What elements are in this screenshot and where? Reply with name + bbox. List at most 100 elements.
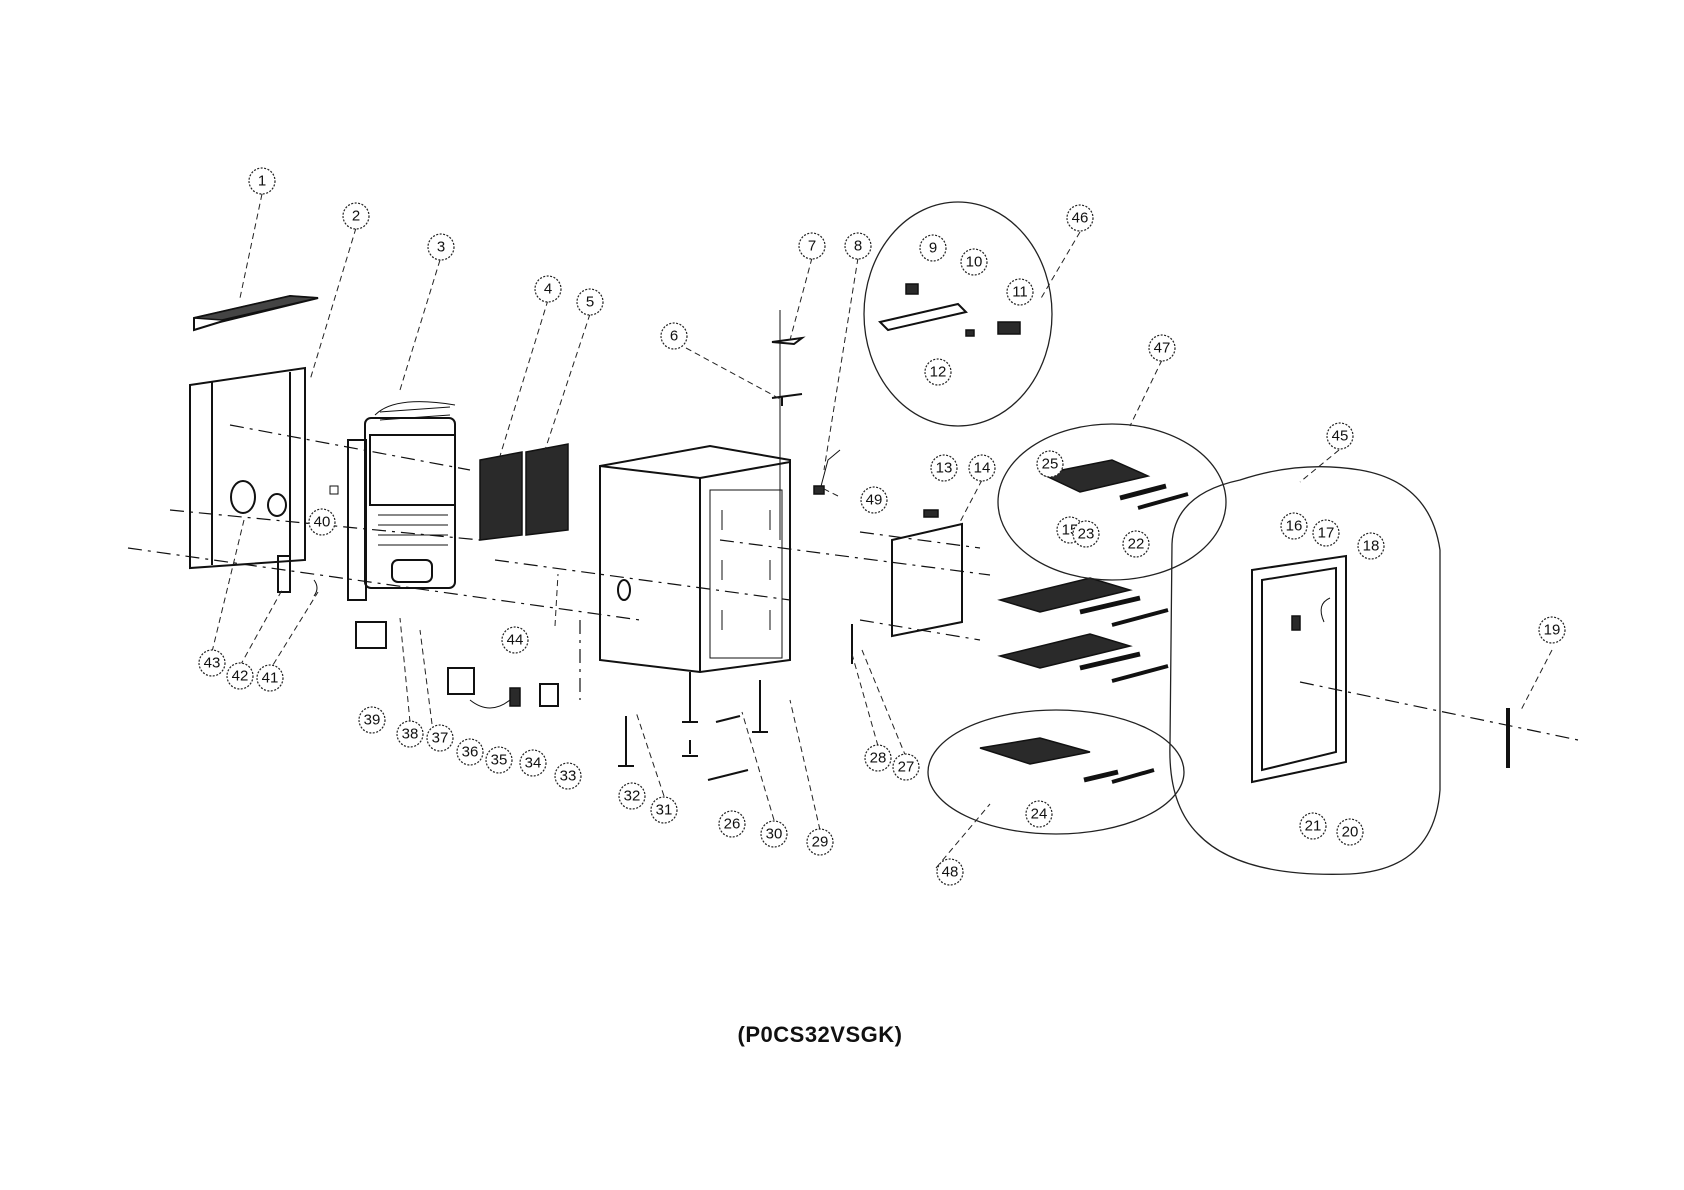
- callout-number: 43: [204, 655, 221, 672]
- callout-part-32: 32: [618, 782, 646, 810]
- fan-grilles: [479, 443, 569, 541]
- callout-circle: [860, 486, 888, 514]
- callout-circle: [864, 744, 892, 772]
- callout-number: 10: [966, 254, 983, 271]
- callout-number: 35: [491, 752, 508, 769]
- callout-part-5: 5: [576, 288, 604, 316]
- callout-circle: [248, 167, 276, 195]
- callout-part-7: 7: [798, 232, 826, 260]
- callout-number: 31: [656, 802, 673, 819]
- group-outline-48: [927, 709, 1185, 835]
- callout-part-2: 2: [342, 202, 370, 230]
- callout-number: 42: [232, 668, 249, 685]
- callout-number: 47: [1154, 340, 1171, 357]
- callout-circle: [936, 858, 964, 886]
- callout-part-45: 45: [1326, 422, 1354, 450]
- callout-circle: [1326, 422, 1354, 450]
- door-assembly: [1251, 554, 1347, 784]
- callout-part-18: 18: [1357, 532, 1385, 560]
- sensor-wire: [813, 449, 841, 495]
- callout-circle: [968, 454, 996, 482]
- callout-part-10: 10: [960, 248, 988, 276]
- callout-part-39: 39: [358, 706, 386, 734]
- callout-circle: [426, 724, 454, 752]
- group-outline-47: [997, 423, 1227, 581]
- callout-part-24: 24: [1025, 800, 1053, 828]
- callout-part-34: 34: [519, 749, 547, 777]
- callout-part-4: 4: [534, 275, 562, 303]
- callout-number: 22: [1128, 536, 1145, 553]
- leader-lines: [211, 193, 1553, 869]
- callout-number: 23: [1078, 526, 1095, 543]
- callout-part-9: 9: [919, 234, 947, 262]
- callout-number: 2: [352, 208, 360, 225]
- hinge-parts: [771, 310, 806, 540]
- callout-number: 40: [314, 514, 331, 531]
- callout-number: 34: [525, 755, 542, 772]
- callout-number: 21: [1305, 818, 1322, 835]
- callout-circle: [1538, 616, 1566, 644]
- callout-circle: [650, 796, 678, 824]
- callout-number: 25: [1042, 456, 1059, 473]
- callout-number: 39: [364, 712, 381, 729]
- callout-number: 44: [507, 632, 524, 649]
- compressor-assembly: [347, 401, 456, 601]
- callout-circle: [960, 248, 988, 276]
- callout-circle: [919, 234, 947, 262]
- callout-number: 8: [854, 238, 862, 255]
- callout-circle: [396, 720, 424, 748]
- callout-circle: [1072, 520, 1100, 548]
- callout-circle: [485, 746, 513, 774]
- callout-number: 3: [437, 239, 445, 256]
- control-detail-parts: [878, 283, 1021, 337]
- callout-part-43: 43: [198, 649, 226, 677]
- callout-circle: [256, 664, 284, 692]
- callout-circle: [1280, 512, 1308, 540]
- callout-circle: [618, 782, 646, 810]
- callout-circle: [519, 749, 547, 777]
- callout-part-21: 21: [1299, 812, 1327, 840]
- assembly-axes: [127, 424, 1579, 741]
- callout-part-38: 38: [396, 720, 424, 748]
- callout-circle: [358, 706, 386, 734]
- callout-circle: [1357, 532, 1385, 560]
- callout-number: 28: [870, 750, 887, 767]
- small-parts: [277, 485, 339, 597]
- callout-number: 17: [1318, 525, 1335, 542]
- callout-part-13: 13: [930, 454, 958, 482]
- callout-number: 30: [766, 826, 783, 843]
- callout-part-48: 48: [936, 858, 964, 886]
- callout-part-8: 8: [844, 232, 872, 260]
- part-drawings: [189, 283, 1510, 784]
- callout-part-44: 44: [501, 626, 529, 654]
- inner-panel: [891, 509, 963, 638]
- model-code-label: (P0CS32VSGK): [737, 1022, 903, 1047]
- callout-number: 26: [724, 816, 741, 833]
- callout-number: 16: [1286, 518, 1303, 535]
- callout-circle: [1299, 812, 1327, 840]
- callout-number: 4: [544, 281, 552, 298]
- callout-part-35: 35: [485, 746, 513, 774]
- callout-number: 41: [262, 670, 279, 687]
- callout-part-47: 47: [1148, 334, 1176, 362]
- callout-number: 37: [432, 730, 449, 747]
- callout-part-46: 46: [1066, 204, 1094, 232]
- shelf-group-48: [979, 737, 1155, 784]
- top-trim-bar: [193, 294, 319, 332]
- shelf-group-47: [1039, 459, 1189, 510]
- feet-and-screws: [618, 624, 853, 781]
- callout-number: 29: [812, 834, 829, 851]
- callout-circle: [1036, 450, 1064, 478]
- callout-circle: [718, 810, 746, 838]
- callout-circle: [308, 508, 336, 536]
- callout-number: 20: [1342, 824, 1359, 841]
- callout-number: 46: [1072, 210, 1089, 227]
- callout-number: 27: [898, 759, 915, 776]
- callout-part-41: 41: [256, 664, 284, 692]
- callout-number: 5: [586, 294, 594, 311]
- callout-number: 36: [462, 744, 479, 761]
- callout-part-11: 11: [1006, 278, 1034, 306]
- callout-part-22: 22: [1122, 530, 1150, 558]
